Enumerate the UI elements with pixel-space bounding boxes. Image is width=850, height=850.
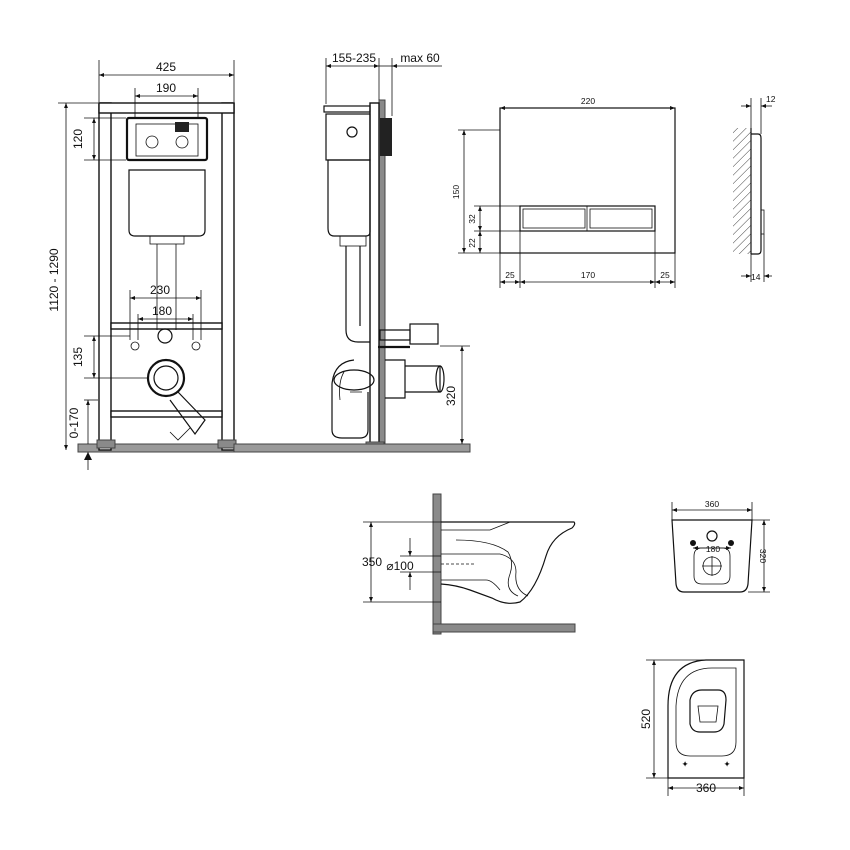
side-drain-outlet: [385, 359, 441, 399]
side-mounting-bar: [323, 105, 371, 113]
flush-mechanism: [135, 123, 199, 157]
water-inlet-connector: [157, 328, 173, 344]
bowl-back-outline: [671, 519, 753, 593]
bowl-floor: [432, 623, 576, 633]
dim-label-180: 180: [152, 304, 172, 318]
plate-side-button: [760, 209, 765, 235]
flush-plate-front-view: 220 150 32 22 25 170 25: [451, 96, 676, 288]
dim-label-135: 135: [71, 347, 85, 367]
dim-label-fixing-spacing: 180: [706, 544, 720, 554]
bowl-back-view: 360 180 320: [671, 499, 770, 593]
flush-button-small: [522, 208, 586, 229]
side-drain-bend-inner: [339, 371, 362, 401]
flush-panel-frame: [125, 116, 209, 162]
bowl-back-inlet: [706, 530, 718, 542]
dim-label-plate-height: 150: [451, 185, 461, 199]
bowl-outer-profile: [440, 521, 576, 604]
drain-elbow: [169, 391, 206, 436]
bowl-back-bolt-left: [690, 540, 696, 546]
side-flush-housing: [325, 113, 371, 161]
dim-label-190: 190: [156, 81, 176, 95]
dim-label-button-height: 32: [467, 214, 477, 224]
bowl-top-opening: [689, 689, 727, 733]
side-flush-pipe: [345, 246, 370, 343]
dim-label-plate-width: 220: [581, 96, 595, 106]
bowl-back-bolt-right: [728, 540, 734, 546]
frame-side-view: 155-235 max 60 320: [233, 51, 471, 453]
drain-outlet-outer: [146, 358, 186, 398]
bowl-top-seat: [675, 667, 737, 757]
flush-pipe: [156, 244, 177, 330]
flush-valve-right: [175, 135, 189, 149]
bowl-top-outline: [667, 659, 745, 779]
dim-label-depth: 155-235: [332, 51, 376, 65]
side-drain-socket: [333, 369, 375, 391]
bowl-top-drain: [697, 705, 719, 723]
bowl-top-fixing-left: ✦: [681, 759, 689, 769]
side-drain-outlet-rim: [435, 365, 445, 393]
dim-label-max: max 60: [400, 51, 440, 65]
plate-side-profile: [751, 133, 762, 255]
dim-label-margin-left: 25: [505, 270, 515, 280]
flush-valve-left: [145, 135, 159, 149]
floor-side: [233, 443, 471, 453]
frame-top-rail: [98, 102, 235, 114]
drain-outlet-inner: [153, 365, 179, 391]
dim-label-thickness-bottom: 14: [751, 272, 761, 282]
dim-label-bowl-height: 350: [362, 555, 382, 569]
dim-label-back-width: 360: [705, 499, 719, 509]
cistern: [128, 169, 206, 237]
anchor-bolt-left: [130, 341, 140, 351]
dim-label-button-width: 170: [581, 270, 595, 280]
bowl-inner-curve: [499, 553, 529, 597]
side-inlet-valve: [409, 323, 439, 345]
frame-right-foot: [217, 439, 237, 449]
bowl-wall: [432, 493, 442, 635]
flush-pipe-collar: [149, 235, 185, 245]
flush-mechanism-block: [175, 122, 189, 132]
frame-mid-rail: [110, 322, 223, 330]
frame-left-post: [98, 102, 112, 451]
dim-label-425: 425: [156, 60, 176, 74]
side-cistern: [327, 159, 371, 237]
frame-side-post: [369, 102, 380, 451]
frame-right-post: [221, 102, 235, 451]
flush-plate-side-view: 12 14: [733, 94, 776, 282]
bowl-trap: [441, 553, 501, 591]
bowl-rim: [441, 521, 519, 597]
side-flush-collar: [339, 235, 367, 247]
side-flush-valve: [346, 126, 358, 138]
dim-label-top-length: 520: [639, 709, 653, 729]
dim-label-height: 1120 - 1290: [47, 248, 61, 311]
dim-label-bottom-offset: 22: [467, 238, 477, 248]
dim-label-120: 120: [71, 129, 85, 149]
dim-label-margin-right: 25: [660, 270, 670, 280]
dim-label-back-depth: 320: [758, 549, 768, 563]
dim-label-320: 320: [444, 386, 458, 406]
dim-label-230: 230: [150, 283, 170, 297]
dim-label-leg: 0-170: [67, 407, 81, 438]
flush-button-large: [589, 208, 653, 229]
dim-label-pipe-diameter: ⌀100: [386, 559, 414, 573]
anchor-bolt-right: [191, 341, 201, 351]
dim-label-top-width: 360: [696, 781, 716, 795]
side-flush-button: [380, 118, 392, 156]
drain-elbow-tail: [169, 427, 191, 441]
bowl-side-view: 350 ⌀100: [362, 493, 576, 635]
dim-label-thickness-top: 12: [766, 94, 776, 104]
bowl-top-view: ✦ ✦ 520 360: [639, 659, 745, 796]
frame-left-foot: [96, 439, 116, 449]
frame-front-view: 425 190 120 1120 - 1290 230 180 135: [47, 60, 471, 470]
frame-bottom-rail: [110, 410, 223, 418]
plate-wall-hatch: [733, 128, 751, 254]
flush-plate-buttons: [519, 205, 656, 232]
bowl-top-fixing-right: ✦: [723, 759, 731, 769]
side-drain-bend: [331, 359, 369, 439]
